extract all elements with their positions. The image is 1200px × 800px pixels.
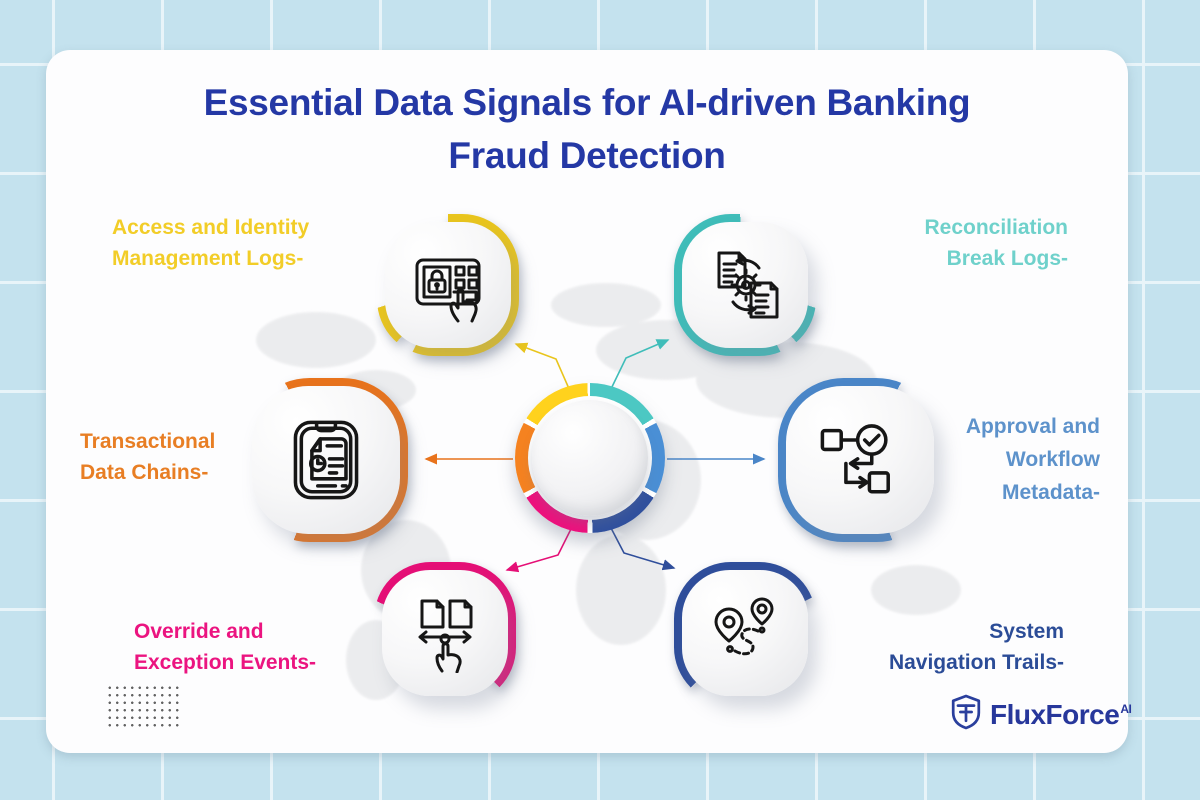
halftone-dots-decoration (106, 684, 182, 730)
workflow-check-icon (813, 413, 907, 507)
tile-approval-workflow (778, 378, 942, 542)
label-line: Reconciliation (924, 216, 1068, 239)
label-line: Navigation Trails- (888, 651, 1064, 674)
label-access-identity: Access and Identity Management Logs- (112, 212, 372, 274)
label-line: Break Logs- (946, 247, 1068, 270)
tile-face (786, 386, 934, 534)
logo-text: FluxForceAI (990, 698, 1132, 730)
label-line: Exception Events- (134, 651, 317, 674)
central-hub (515, 383, 665, 533)
tile-face (682, 570, 808, 696)
label-line: Workflow (1005, 448, 1100, 471)
tile-reconciliation (674, 214, 816, 356)
label-line: Access and Identity (112, 216, 310, 239)
label-line: Metadata- (1001, 481, 1100, 504)
page-title: Essential Data Signals for AI-driven Ban… (46, 76, 1128, 182)
clipboard-record-icon (279, 413, 373, 507)
label-reconciliation: Reconciliation Break Logs- (828, 212, 1068, 274)
tile-face (252, 386, 400, 534)
label-transactional: Transactional Data Chains- (80, 426, 310, 488)
tile-access-identity (377, 214, 519, 356)
label-line: Management Logs- (112, 247, 304, 270)
label-line: System (989, 620, 1064, 643)
label-line: Data Chains- (80, 461, 209, 484)
tile-face (385, 222, 511, 348)
sync-documents-icon (705, 245, 785, 325)
brand-logo: FluxForceAI (950, 694, 1132, 735)
label-approval-workflow: Approval and Workflow Metadata- (880, 410, 1100, 509)
logo-superscript: AI (1120, 702, 1132, 717)
title-line-1: Essential Data Signals for AI-driven Ban… (203, 82, 971, 123)
label-system-navigation: System Navigation Trails- (804, 616, 1064, 678)
title-line-2: Fraud Detection (448, 135, 726, 176)
keypad-lock-icon (408, 245, 488, 325)
map-trail-icon (705, 593, 785, 673)
label-line: Transactional (80, 430, 216, 453)
swap-documents-icon (405, 593, 485, 673)
label-override-exception: Override and Exception Events- (134, 616, 404, 678)
tile-override-exception (374, 562, 516, 704)
tile-system-navigation (674, 562, 816, 704)
hub-center-circle (532, 400, 648, 516)
label-line: Approval and (965, 415, 1100, 438)
tile-face (382, 570, 508, 696)
label-line: Override and (134, 620, 264, 643)
shield-icon (950, 694, 982, 735)
tile-transactional (244, 378, 408, 542)
tile-face (682, 222, 808, 348)
